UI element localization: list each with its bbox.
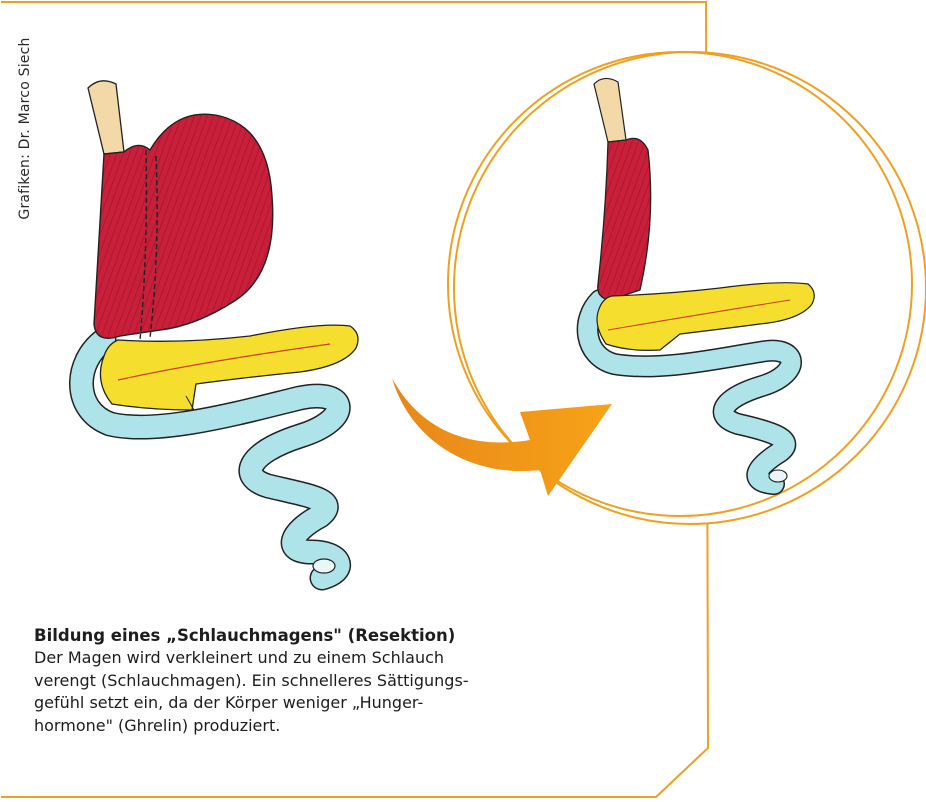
caption-block: Bildung eines „Schlauchmagens" (Resektio…: [34, 625, 594, 737]
caption-body: Der Magen wird verkleinert und zu einem …: [34, 647, 594, 737]
intestine-opening: [313, 559, 335, 573]
original-anatomy: [81, 81, 358, 578]
sleeve-intestine-opening: [769, 470, 787, 482]
esophagus: [88, 81, 124, 154]
caption-title: Bildung eines „Schlauchmagens" (Resektio…: [34, 625, 594, 647]
image-credit: Grafiken: Dr. Marco Siech: [14, 6, 36, 251]
